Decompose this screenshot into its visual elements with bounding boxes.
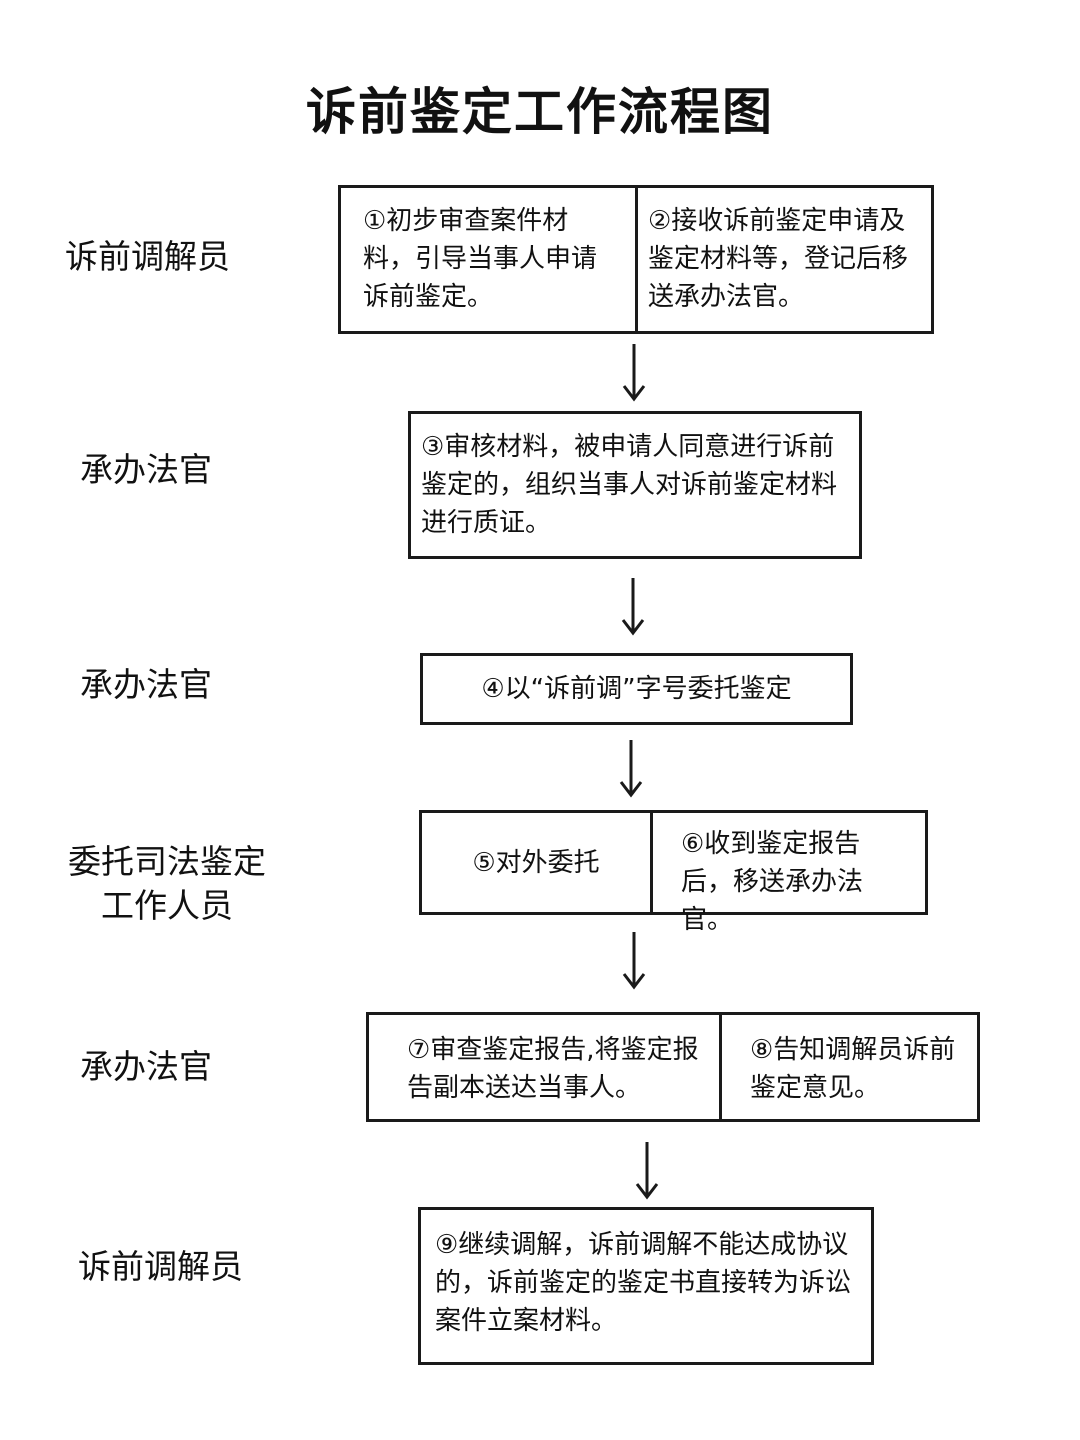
step-7-box: ⑦审查鉴定报告,将鉴定报告副本送达当事人。 <box>407 1035 699 1103</box>
step-box-row-6: ⑨继续调解，诉前调解不能达成协议的，诉前鉴定的鉴定书直接转为诉讼案件立案材料。 <box>418 1207 874 1365</box>
role-label-judge: 承办法官 <box>80 1047 212 1086</box>
arrow-down-icon <box>619 740 643 798</box>
step-box-row-3: ④以“诉前调”字号委托鉴定 <box>420 653 853 725</box>
step-2-box: ②接收诉前鉴定申请及鉴定材料等，登记后移送承办法官。 <box>635 188 931 331</box>
role-label-line: 工作人员 <box>101 886 233 925</box>
step-3-box: ③审核材料，被申请人同意进行诉前鉴定的，组织当事人对诉前鉴定材料进行质证。 <box>421 432 838 538</box>
role-label-line: 委托司法鉴定 <box>68 842 266 881</box>
step-9-box: ⑨继续调解，诉前调解不能达成协议的，诉前鉴定的鉴定书直接转为诉讼案件立案材料。 <box>435 1230 852 1336</box>
arrow-down-icon <box>621 578 645 636</box>
step-box-row-4: ⑤对外委托 ⑥收到鉴定报告后，移送承办法官。 <box>419 810 928 935</box>
role-label-judge: 承办法官 <box>80 665 212 704</box>
step-box-row-2: ③审核材料，被申请人同意进行诉前鉴定的，组织当事人对诉前鉴定材料进行质证。 <box>408 411 862 559</box>
arrow-down-icon <box>622 932 646 990</box>
step-1-box: ①初步审查案件材料，引导当事人申请诉前鉴定。 <box>363 206 598 312</box>
page-title: 诉前鉴定工作流程图 <box>306 82 774 141</box>
arrow-down-icon <box>635 1142 659 1200</box>
role-label-mediator: 诉前调解员 <box>65 237 230 276</box>
step-8-box: ⑧告知调解员诉前鉴定意见。 <box>719 1015 977 1119</box>
step-4-box: ④以“诉前调”字号委托鉴定 <box>481 674 792 704</box>
step-6-box: ⑥收到鉴定报告后，移送承办法官。 <box>650 813 925 935</box>
role-label-judge: 承办法官 <box>80 450 212 489</box>
arrow-down-icon <box>622 344 646 402</box>
step-box-row-5: ⑦审查鉴定报告,将鉴定报告副本送达当事人。 ⑧告知调解员诉前鉴定意见。 <box>366 1012 980 1122</box>
role-label-appraisal-staff: 委托司法鉴定 工作人员 <box>62 840 272 928</box>
step-box-row-1: ①初步审查案件材料，引导当事人申请诉前鉴定。 ②接收诉前鉴定申请及鉴定材料等，登… <box>338 185 934 334</box>
role-label-mediator: 诉前调解员 <box>78 1247 243 1286</box>
step-5-box: ⑤对外委托 <box>472 847 600 878</box>
